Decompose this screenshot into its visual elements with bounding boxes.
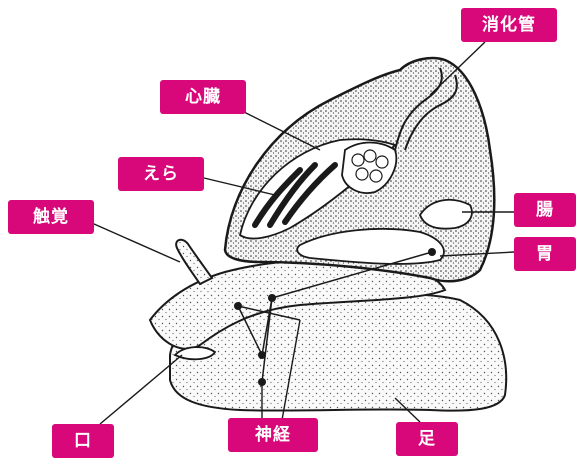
digestive-tract-tube — [394, 67, 458, 151]
snail-head — [148, 257, 447, 350]
label-feeler: 触覚 — [8, 200, 94, 234]
label-digestive-tract: 消化管 — [461, 8, 557, 42]
label-foot: 足 — [396, 422, 458, 456]
heart-lobes — [351, 149, 389, 183]
nerve-fibers — [237, 251, 433, 383]
label-stomach: 胃 — [514, 237, 576, 271]
stomach-organ — [296, 228, 445, 265]
label-heart: 心臓 — [160, 80, 246, 114]
label-nerve: 神経 — [228, 418, 318, 452]
label-gills: えら — [118, 157, 204, 191]
leader-lines — [84, 41, 515, 425]
intestine-organ — [418, 198, 473, 230]
feeler-tentacle — [175, 238, 214, 286]
label-intestine: 腸 — [514, 193, 576, 227]
label-mouth: 口 — [52, 424, 114, 458]
mouth-opening — [173, 346, 217, 361]
gill-structure — [252, 162, 338, 228]
